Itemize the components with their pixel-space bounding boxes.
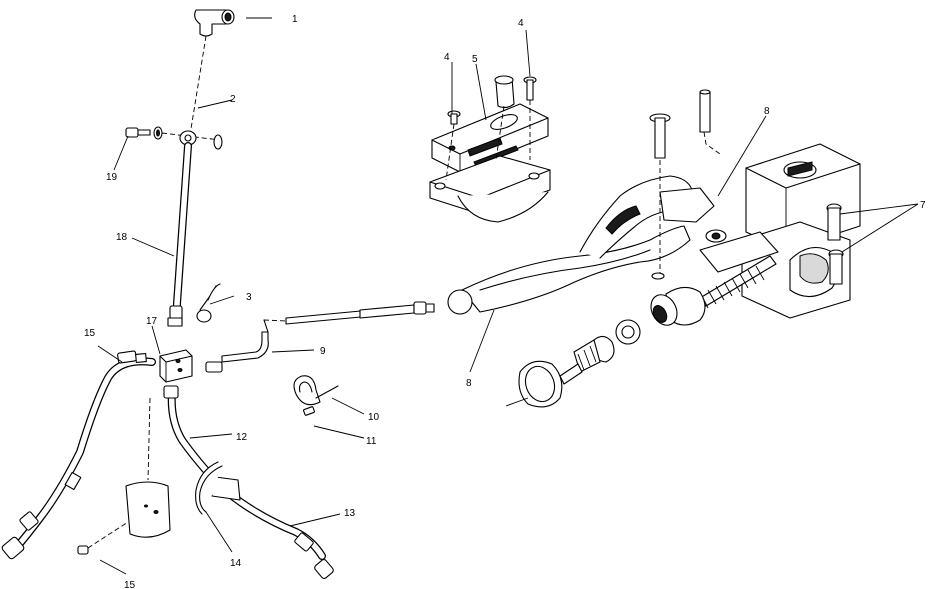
part-8-brake-lever xyxy=(447,175,727,315)
part-5-reservoir-cover xyxy=(431,103,549,173)
assembly-line-2 xyxy=(161,132,221,141)
callout-8-bottom: 8 xyxy=(466,378,472,389)
callout-17: 17 xyxy=(146,316,158,327)
callout-13: 13 xyxy=(344,508,356,519)
part-17-junction-block xyxy=(159,349,193,383)
callout-3: 3 xyxy=(246,292,252,303)
leader-pushrod xyxy=(505,397,529,407)
callouts: 1 2 3 4 4 5 7 8 8 9 10 11 12 13 14 15 15… xyxy=(84,14,926,589)
part-3-bleeder-valve xyxy=(196,283,221,323)
callout-19: 19 xyxy=(106,172,118,183)
part-15-bolt xyxy=(77,521,129,555)
part-2-banjo-washer xyxy=(179,130,223,150)
callout-8-top: 8 xyxy=(764,106,770,117)
part-7-master-cylinder xyxy=(699,143,861,319)
leader-lines xyxy=(97,17,919,575)
callout-15-bottom: 15 xyxy=(124,580,136,589)
part-8-clip xyxy=(651,272,665,280)
part-15-bracket-plate xyxy=(125,481,171,538)
callout-18: 18 xyxy=(116,232,128,243)
pushrod-cup xyxy=(518,360,583,408)
assembly-line-9 xyxy=(263,319,287,322)
callout-14: 14 xyxy=(230,558,242,569)
part-7-clamp-bolt-top xyxy=(826,203,842,241)
callout-10: 10 xyxy=(368,412,380,423)
part-9-brake-line xyxy=(205,301,435,373)
callout-11: 11 xyxy=(366,436,377,447)
part-12-rear-hose xyxy=(163,385,334,579)
piston-spring-assembly xyxy=(615,255,777,345)
assembly-line-5 xyxy=(495,105,505,161)
callout-1: 1 xyxy=(292,14,298,25)
part-15-front-hose xyxy=(1,350,156,560)
assembly-line-1 xyxy=(189,35,207,136)
part-18-brake-hose xyxy=(167,142,192,327)
part-4-screw-left xyxy=(447,110,461,125)
assembly-line-15 xyxy=(147,397,151,481)
part-1-tee-fitting xyxy=(194,9,235,37)
part-7-clamp-bolt-bottom xyxy=(828,249,844,285)
callout-15-top: 15 xyxy=(84,328,96,339)
callout-7: 7 xyxy=(920,200,926,211)
part-8-pivot-pin xyxy=(649,113,671,159)
callout-4-right: 4 xyxy=(518,18,524,29)
callout-12: 12 xyxy=(236,432,248,443)
part-10-11-clamp xyxy=(293,375,339,416)
callout-4-left: 4 xyxy=(444,52,450,63)
callout-2: 2 xyxy=(230,94,236,105)
part-19-banjo-bolt xyxy=(125,126,163,140)
part-5-sight-glass xyxy=(494,75,515,109)
part-4-screw-right xyxy=(523,76,537,101)
part-5-diaphragm xyxy=(429,155,551,223)
part-14-hose-clip xyxy=(195,461,223,515)
assembly-line-4a xyxy=(445,123,455,181)
callout-9: 9 xyxy=(320,346,326,357)
callout-5: 5 xyxy=(472,54,478,65)
dust-boot xyxy=(573,335,615,373)
part-7-pivot-dowel xyxy=(699,89,721,155)
